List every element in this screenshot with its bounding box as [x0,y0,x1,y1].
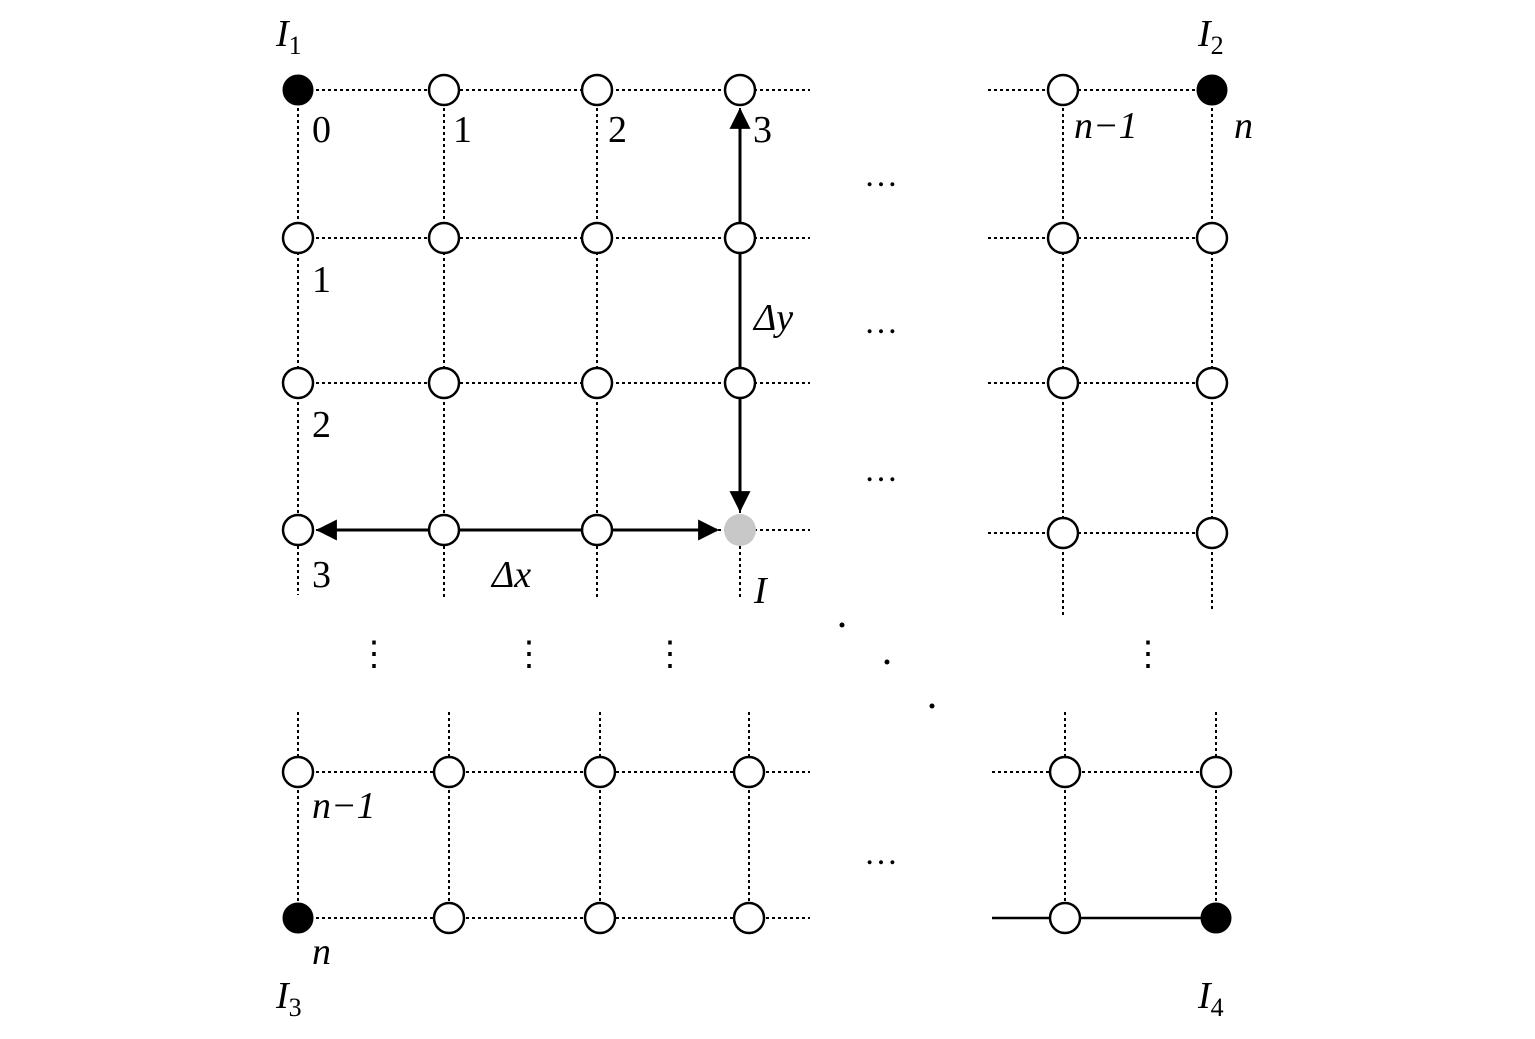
row-label-1: 1 [312,259,331,301]
row-label-3: 3 [312,554,331,596]
corner-label-I4: I4 [1197,975,1224,1022]
column-label-1: 1 [453,109,472,151]
grid-node [580,366,614,400]
delta-y-label: Δy [752,297,793,339]
corner-node-I3 [282,902,314,934]
corner-label-I1: I1 [275,13,302,60]
grid-node [732,901,766,935]
grid-node [580,73,614,107]
grid-node [580,513,614,547]
horizontal-ellipsis: … [864,304,898,341]
grid-node [281,755,315,789]
row-label-2: 2 [312,404,331,446]
grid-node [1195,221,1229,255]
grid-node [281,366,315,400]
corner-label-sub: 3 [289,993,302,1022]
column-label-n-minus-1: n−1 [1074,105,1138,147]
grid-node [723,221,757,255]
corner-label-sub: 2 [1211,31,1224,60]
corner-label-sub: 4 [1211,993,1224,1022]
corner-node-I4 [1200,902,1232,934]
horizontal-ellipsis: … [864,835,898,872]
vertical-ellipsis: ⋮ [357,636,391,673]
column-labels: 0 1 2 3 n−1 n [312,105,1253,151]
grid-node [583,755,617,789]
distance-arrows [315,107,751,541]
horizontal-ellipsis: … [864,157,898,194]
column-label-0: 0 [312,109,331,151]
grid-node [1046,516,1080,550]
grid-node [1046,73,1080,107]
grid-node [580,221,614,255]
grid-node [281,221,315,255]
grid-node [1195,516,1229,550]
vertical-ellipsis: ⋮ [653,636,687,673]
horizontal-ellipsis: … [864,452,898,489]
grid-node [723,73,757,107]
grid-node [1046,366,1080,400]
grid-node [427,221,461,255]
vertical-ellipsis: ⋮ [512,636,546,673]
grid-node [432,755,466,789]
grid-node [1199,755,1233,789]
column-label-2: 2 [608,109,627,151]
grid-nodes [281,73,1233,935]
corner-node-I1 [282,74,314,106]
column-label-3: 3 [753,109,772,151]
corner-node-I2 [1196,74,1228,106]
corner-label-I2: I2 [1197,13,1224,60]
target-label-I: I [753,570,769,612]
corner-label-I3: I3 [275,975,302,1022]
grid-node [427,366,461,400]
grid-node [1048,901,1082,935]
ellipses: … … … … ⋮ ⋮ ⋮ ⋮ [357,157,1165,872]
grid-node [432,901,466,935]
diagonal-ellipsis-dot [929,703,935,709]
grid-node [427,73,461,107]
corner-label-sub: 1 [289,31,302,60]
row-label-n: n [312,931,331,973]
grid-node [583,901,617,935]
row-label-n-minus-1: n−1 [312,785,376,827]
grid-lines [297,89,1217,920]
column-label-n: n [1234,105,1253,147]
grid-node [1195,366,1229,400]
row-labels: 1 2 3 n−1 n [312,259,376,973]
diagonal-ellipsis-dot [884,659,890,665]
delta-x-label: Δx [490,554,531,596]
corner-label-main: I [1197,13,1213,55]
corner-label-main: I [1197,975,1213,1017]
target-node-I [724,514,756,546]
grid-node [723,366,757,400]
grid-node [427,513,461,547]
grid-node [281,513,315,547]
corner-labels: I1 I2 I3 I4 [275,13,1224,1022]
grid-node [1046,221,1080,255]
diagonal-ellipsis-dot [839,622,845,628]
grid-node [732,755,766,789]
corner-label-main: I [275,975,291,1017]
corner-label-main: I [275,13,291,55]
grid-node [1048,755,1082,789]
vertical-ellipsis: ⋮ [1131,636,1165,673]
